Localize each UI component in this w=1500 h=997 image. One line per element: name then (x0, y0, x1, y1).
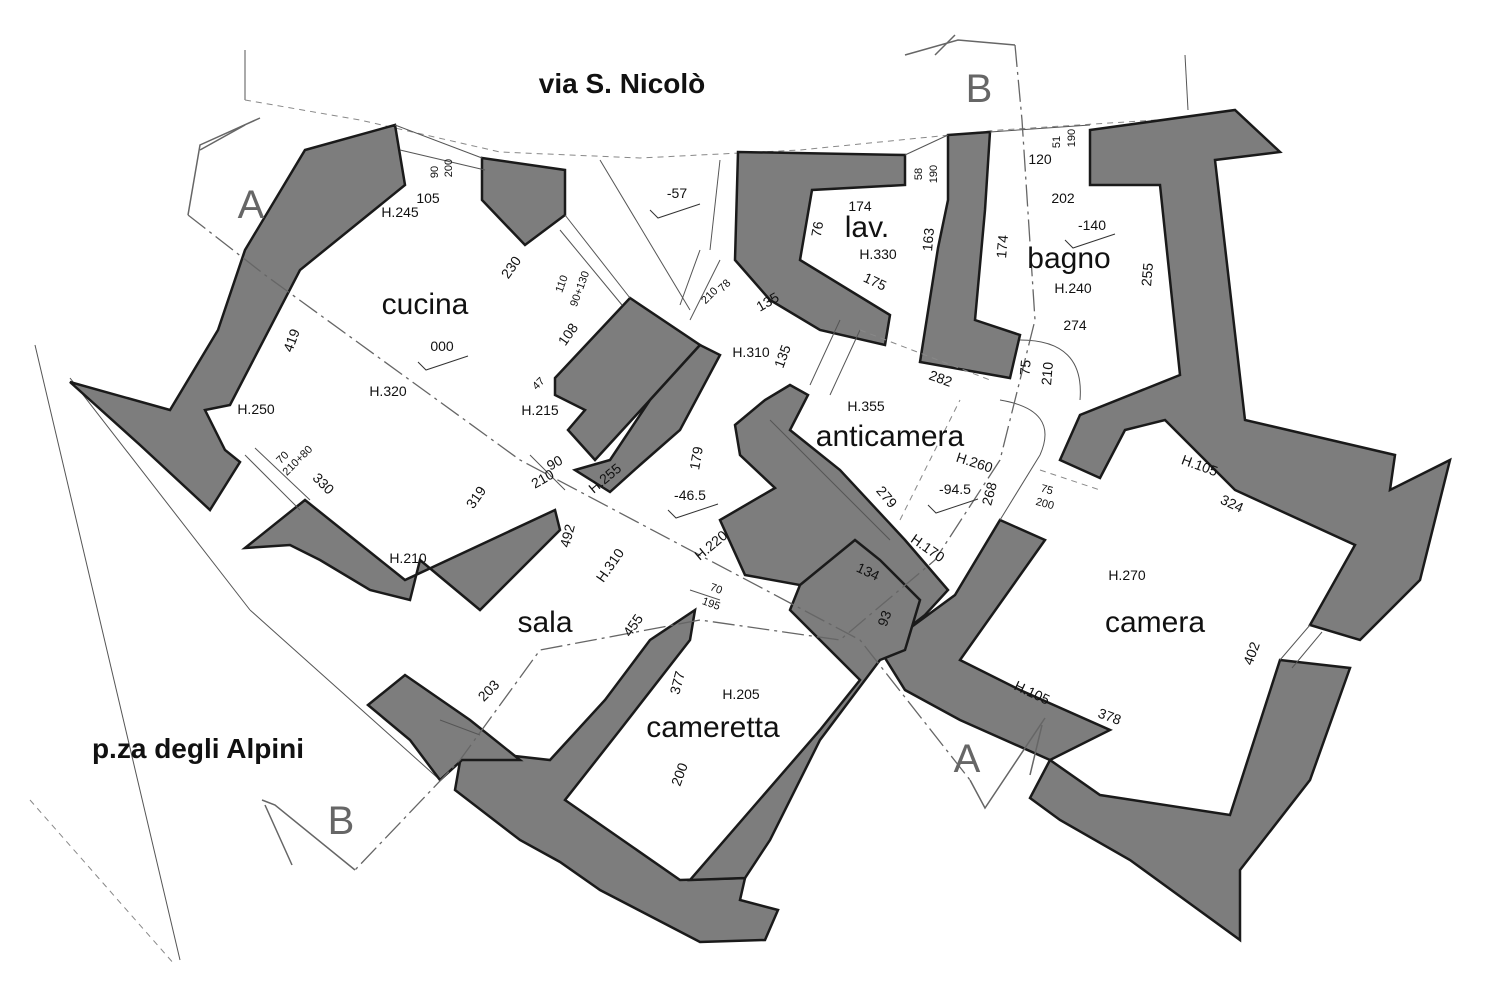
interior-lines (244, 124, 1323, 736)
dimension-label: 163 (919, 227, 937, 252)
dimension-label: 105 (416, 190, 440, 206)
height-label: H.270 (1108, 567, 1146, 583)
dimension-label: 47 (530, 375, 547, 392)
height-label: H.245 (381, 204, 419, 220)
dimension-label: 70 (708, 581, 724, 596)
room-label-cucina: cucina (382, 288, 469, 321)
room-label-bagno: bagno (1027, 242, 1110, 275)
dimension-label: 200 (1034, 496, 1055, 512)
height-label: H.205 (722, 686, 760, 702)
room-label-camera: camera (1105, 606, 1205, 639)
dimension-label: 200 (668, 760, 691, 788)
dimension-label: 120 (1028, 151, 1052, 167)
dimension-label: 230 (498, 253, 525, 281)
dimension-label: 108 (555, 320, 582, 348)
room-label-anticamera: anticamera (816, 420, 965, 453)
level-label: -140 (1078, 217, 1106, 233)
dimension-label: 203 (475, 676, 503, 704)
dimension-label: 90 (544, 452, 566, 474)
dimension-label: 195 (700, 595, 721, 613)
height-label: H.240 (1054, 280, 1092, 296)
section-label-a-south: A (954, 737, 981, 781)
dimension-label: 174 (993, 234, 1011, 259)
dimension-label: 210 (1038, 361, 1056, 386)
street-label-southwest: p.za degli Alpini (92, 733, 304, 764)
dimension-label: 200 (443, 159, 455, 177)
height-label: H.310 (732, 344, 770, 360)
height-label: H.215 (521, 402, 559, 418)
dimension-label: 93 (874, 608, 894, 628)
dimension-label: 110 (554, 274, 571, 295)
dimension-label: 492 (556, 522, 578, 549)
walls (69, 108, 1452, 944)
level-label: 000 (430, 338, 454, 354)
dimension-label: 377 (666, 669, 688, 696)
dimension-label: 330 (310, 470, 338, 498)
dimension-label: 135 (771, 342, 794, 370)
dimension-label: 324 (1218, 491, 1246, 515)
height-label: H.250 (237, 401, 275, 417)
dimension-label: 419 (280, 326, 303, 354)
dimension-label: 51 (1051, 136, 1063, 148)
dimension-label: 378 (1096, 705, 1124, 728)
section-label-a-north: A (238, 183, 265, 227)
dimension-label: 319 (463, 483, 490, 511)
dimension-label: 90+130 (568, 270, 592, 309)
height-label: H.355 (847, 398, 885, 414)
dimension-label: 190 (1066, 129, 1078, 147)
dimension-label: 58 (913, 168, 925, 180)
dimension-label: 282 (927, 367, 955, 390)
dimension-label: 76 (808, 220, 826, 238)
level-markers (417, 203, 1116, 519)
room-label-cameretta: cameretta (646, 711, 780, 744)
height-label: H.330 (859, 246, 897, 262)
dimension-label: 78 (716, 277, 733, 294)
street-label-north: via S. Nicolò (539, 68, 706, 99)
section-cut-lines (187, 34, 1046, 871)
dimension-label: 174 (848, 198, 872, 214)
room-label-lav: lav. (845, 211, 889, 244)
street-lines (29, 50, 1189, 966)
dimension-label: 75 (1039, 483, 1054, 498)
height-label: H.260 (954, 449, 995, 476)
dimension-label: 455 (620, 611, 647, 639)
level-label: -46.5 (674, 487, 706, 503)
height-label: H.320 (369, 383, 407, 399)
floor-levels: 000 -57 -140 -46.5 -94.5 (430, 185, 1106, 503)
dimension-label: 90 (429, 166, 441, 178)
section-label-b-north: B (966, 67, 993, 111)
room-label-sala: sala (517, 606, 572, 639)
dimension-label: 268 (978, 480, 1000, 507)
dimension-label: 255 (1138, 262, 1156, 287)
section-label-b-south: B (328, 799, 355, 843)
level-label: -94.5 (939, 481, 971, 497)
dimension-label: 190 (928, 165, 940, 183)
height-label: H.210 (389, 550, 427, 566)
dimension-label: 202 (1051, 190, 1075, 206)
dimension-label: 279 (873, 483, 900, 511)
dimension-label: 402 (1240, 639, 1263, 667)
height-label: H.310 (593, 545, 628, 585)
level-label: -57 (667, 185, 687, 201)
dimension-label: 179 (686, 445, 706, 471)
dimension-label: 75 (1016, 359, 1033, 376)
dimension-label: 175 (861, 269, 889, 293)
dimension-label: 274 (1063, 317, 1087, 333)
